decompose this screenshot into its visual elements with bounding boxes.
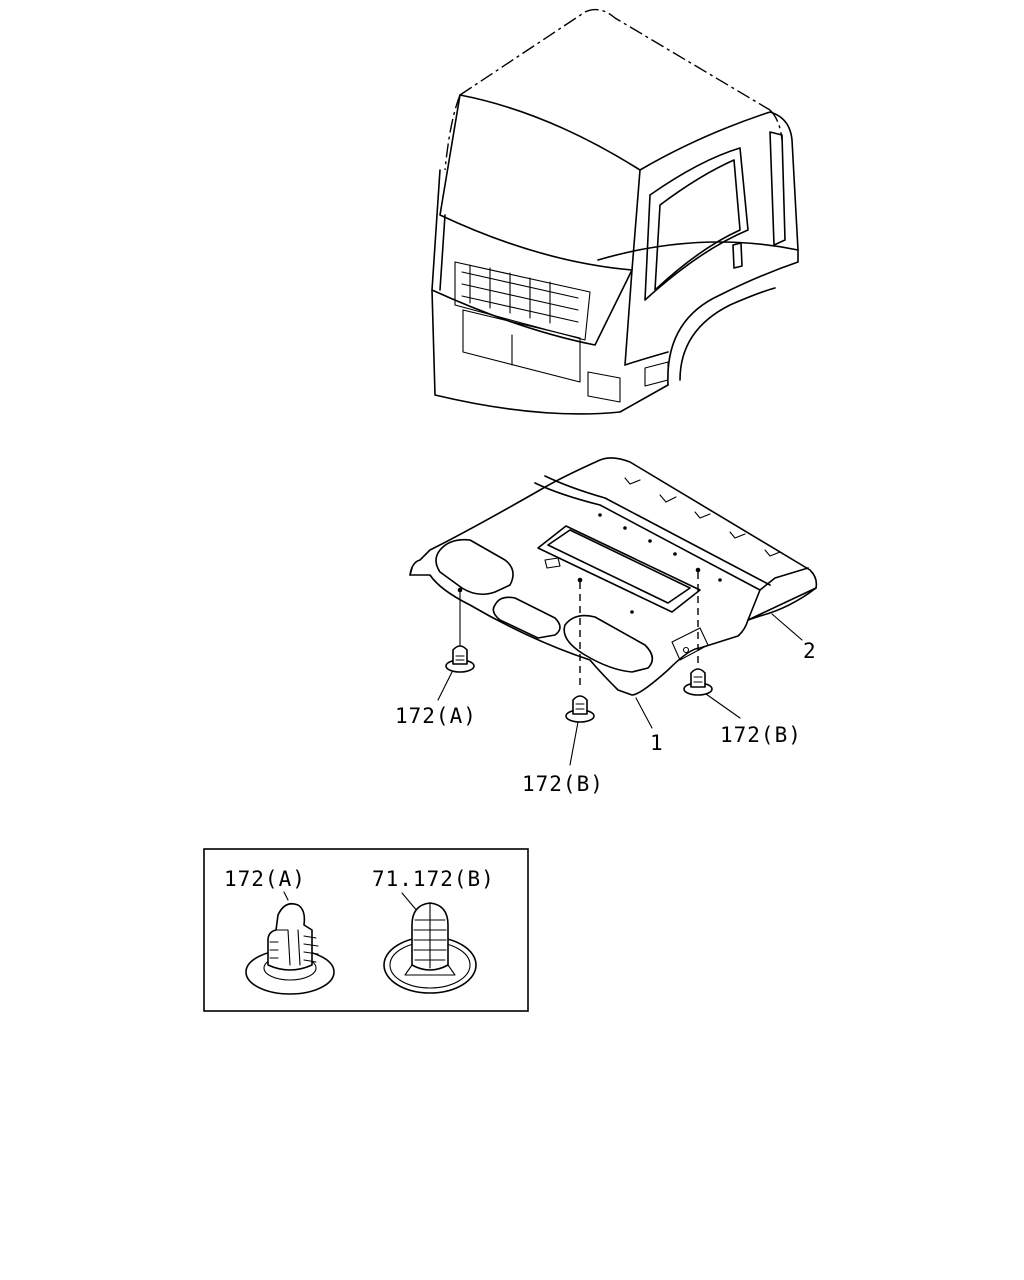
clip-a-icon <box>245 891 335 995</box>
label-part-2: 2 <box>803 639 817 663</box>
clip-b-icon <box>565 695 595 723</box>
clip-a-icon <box>445 645 475 673</box>
label-part-1: 1 <box>650 731 664 755</box>
truck-cab-icon <box>431 8 799 415</box>
label-clip-b-center: 172(B) <box>522 772 604 796</box>
clip-b-icon <box>383 892 477 994</box>
headliner-icon <box>409 457 818 696</box>
clip-b-icon <box>683 668 713 696</box>
clip-detail-box: 172(A) 71.172(B) <box>203 848 529 1012</box>
detail-label-clip-a: 172(A) <box>224 867 306 891</box>
label-clip-b-right: 172(B) <box>720 723 802 747</box>
label-clip-a: 172(A) <box>395 704 477 728</box>
detail-label-clip-b: 71.172(B) <box>372 867 495 891</box>
